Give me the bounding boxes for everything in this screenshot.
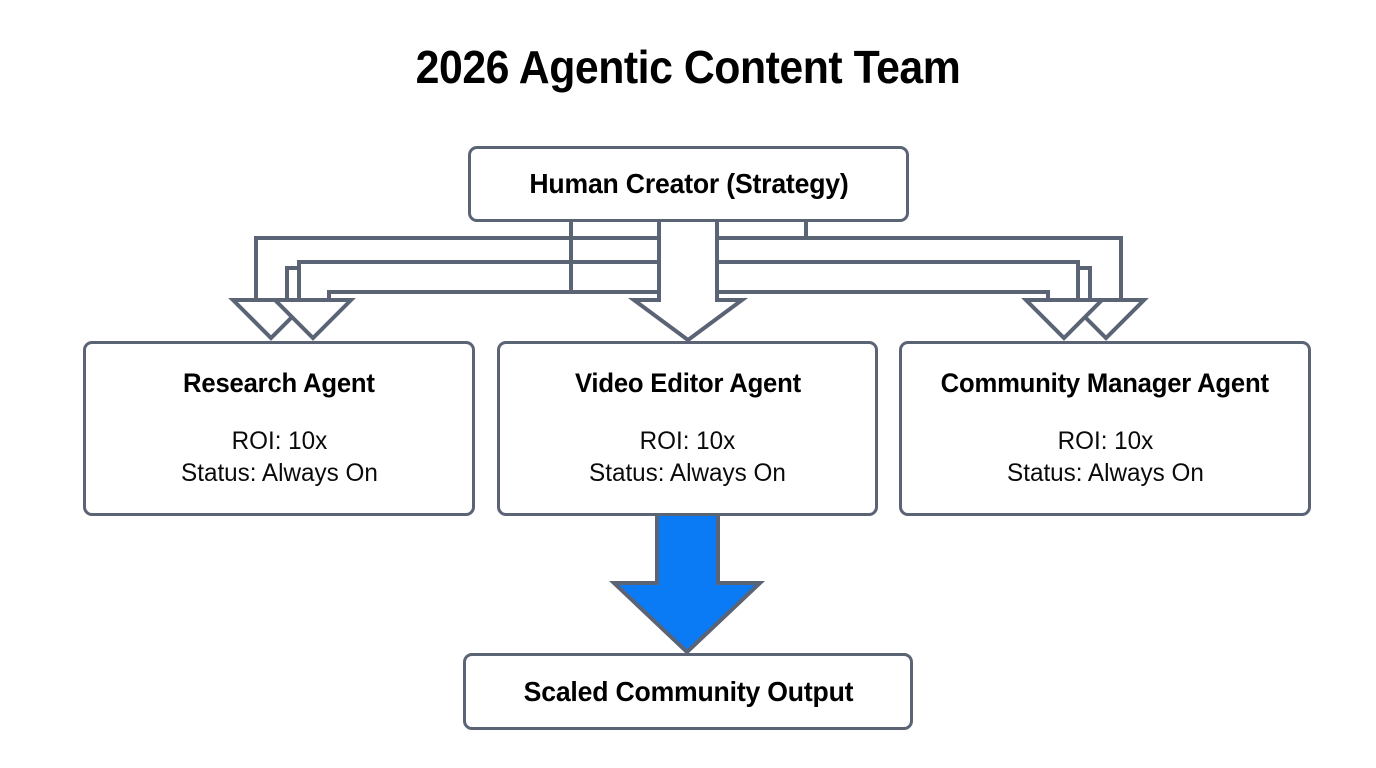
node-video-editor-agent-meta: ROI: 10x Status: Always On [589, 425, 786, 489]
node-community-manager-agent-meta: ROI: 10x Status: Always On [1007, 425, 1204, 489]
node-video-editor-agent[interactable]: Video Editor Agent ROI: 10x Status: Alwa… [497, 341, 878, 516]
node-scaled-community-output[interactable]: Scaled Community Output [463, 653, 913, 730]
node-community-manager-agent-label: Community Manager Agent [940, 368, 1270, 398]
node-video-editor-agent-status: Status: Always On [589, 459, 786, 487]
page-title: 2026 Agentic Content Team [415, 41, 961, 93]
connector-root-to-research-inner [270, 260, 808, 341]
node-research-agent-roi: ROI: 10x [231, 427, 327, 455]
node-community-manager-agent[interactable]: Community Manager Agent ROI: 10x Status:… [899, 341, 1311, 516]
node-community-manager-agent-status: Status: Always On [1006, 459, 1204, 487]
connector-root-to-community-inner [569, 260, 1107, 341]
node-scaled-community-output-label: Scaled Community Output [523, 675, 853, 707]
node-video-editor-agent-roi: ROI: 10x [639, 427, 736, 455]
node-video-editor-agent-label: Video Editor Agent [574, 368, 801, 398]
connector-root-to-research-outer [228, 222, 808, 341]
node-research-agent-status: Status: Always On [180, 459, 378, 487]
connector-root-to-community-outer [569, 222, 1149, 341]
node-research-agent[interactable]: Research Agent ROI: 10x Status: Always O… [83, 341, 475, 516]
node-human-creator[interactable]: Human Creator (Strategy) [468, 146, 909, 222]
connector-root-to-video [627, 218, 749, 343]
node-research-agent-label: Research Agent [183, 368, 375, 398]
node-human-creator-label: Human Creator (Strategy) [528, 168, 849, 199]
node-research-agent-meta: ROI: 10x Status: Always On [181, 425, 378, 489]
node-community-manager-agent-roi: ROI: 10x [1057, 427, 1153, 455]
connector-video-to-output [608, 512, 766, 655]
